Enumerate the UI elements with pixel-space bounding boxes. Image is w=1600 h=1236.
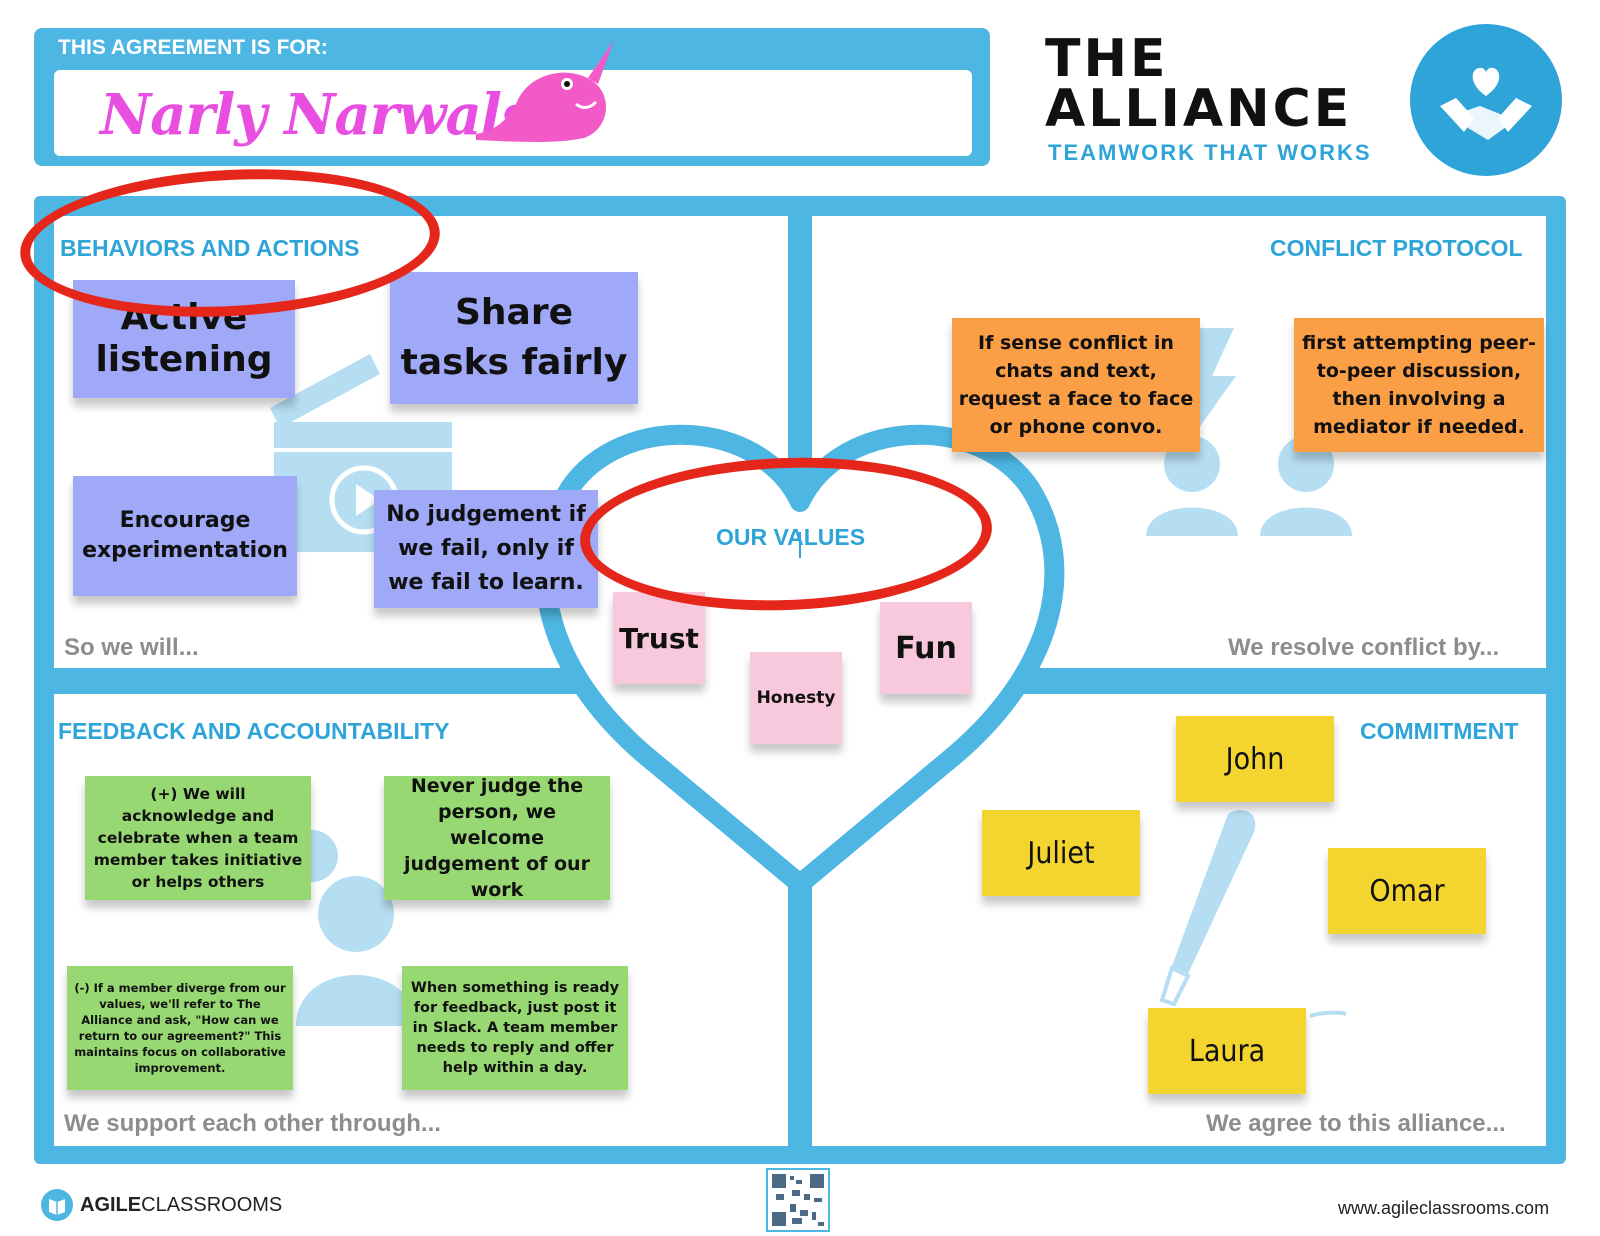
sticky-note-encourage-experimentation[interactable]: Encourage experimentation: [73, 476, 297, 596]
feedback-footer: We support each other through...: [64, 1110, 441, 1137]
narwhal-icon: [476, 40, 614, 142]
sticky-note-never-judge[interactable]: Never judge the person, we welcome judge…: [384, 775, 610, 901]
sticky-note-john[interactable]: John: [1176, 716, 1334, 802]
behaviors-heading: BEHAVIORS AND ACTIONS: [60, 235, 360, 261]
brand-light: CLASSROOMS: [141, 1193, 283, 1216]
book-icon: [41, 1189, 73, 1221]
conflict-heading: CONFLICT PROTOCOL: [1270, 235, 1523, 261]
qr-code-icon[interactable]: [766, 1168, 830, 1232]
brand-bold: AGILE: [80, 1193, 142, 1216]
sticky-note-no-judgement[interactable]: No judgement if we fail, only if we fail…: [374, 490, 598, 608]
sticky-note-acknowledge[interactable]: (+) We will acknowledge and celebrate wh…: [85, 776, 311, 900]
behaviors-footer: So we will...: [64, 634, 199, 661]
sticky-note-diverge[interactable]: (-) If a member diverge from our values,…: [67, 966, 293, 1090]
people-group-icon: [290, 830, 416, 1026]
commitment-heading: COMMITMENT: [1360, 718, 1519, 744]
sticky-note-fun[interactable]: Fun: [880, 602, 972, 694]
conflict-footer: We resolve conflict by...: [1228, 634, 1500, 661]
fountain-pen-icon: [1159, 810, 1347, 1018]
sticky-note-face-to-face[interactable]: If sense conflict in chats and text, req…: [952, 318, 1200, 452]
sticky-note-omar[interactable]: Omar: [1328, 848, 1486, 934]
logo-badge: [1410, 24, 1562, 176]
agile-classrooms-brand: AGILE CLASSROOMS: [40, 1188, 282, 1222]
logo-title-line1: THE: [1045, 29, 1169, 89]
sticky-note-laura[interactable]: Laura: [1148, 1008, 1306, 1094]
team-name: Narly Narwals: [100, 82, 533, 148]
sticky-note-slack-feedback[interactable]: When something is ready for feedback, ju…: [402, 966, 628, 1090]
values-heading: OUR VALUES: [716, 524, 866, 550]
sticky-note-juliet[interactable]: Juliet: [982, 810, 1140, 896]
commitment-footer: We agree to this alliance...: [1206, 1110, 1506, 1137]
sticky-note-trust[interactable]: Trust: [613, 592, 705, 684]
logo-title-line2: ALLIANCE: [1045, 79, 1353, 139]
feedback-heading: FEEDBACK AND ACCOUNTABILITY: [58, 718, 450, 744]
website-link[interactable]: www.agileclassrooms.com: [1338, 1198, 1550, 1218]
handshake-heart-icon: [1440, 67, 1532, 140]
agreement-for-label: THIS AGREEMENT IS FOR:: [58, 36, 328, 59]
logo-tagline: TEAMWORK THAT WORKS: [1048, 140, 1372, 165]
sticky-note-peer-discussion[interactable]: first attempting peer-to-peer discussion…: [1294, 318, 1544, 452]
sticky-note-active-listening[interactable]: Active listening: [73, 280, 295, 398]
sticky-note-share-tasks[interactable]: Share tasks fairly: [390, 272, 638, 404]
sticky-note-honesty[interactable]: Honesty: [750, 652, 842, 744]
logo-title: THE ALLIANCE: [1045, 29, 1353, 139]
